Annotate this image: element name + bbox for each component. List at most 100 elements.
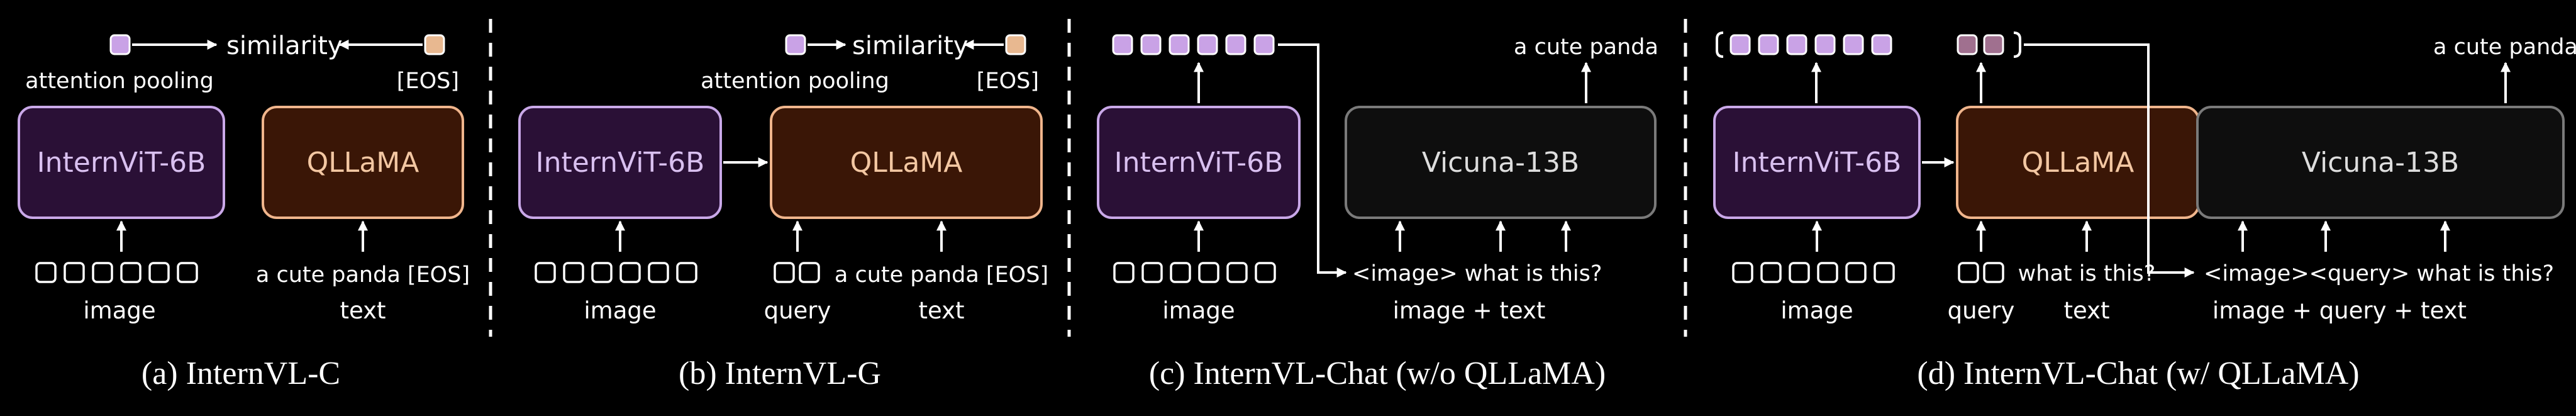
image-token: [1874, 262, 1895, 283]
image-token: [1198, 262, 1219, 283]
bracket-right: [2013, 31, 2021, 58]
query-token: [1983, 262, 2004, 283]
panel-internvl-g: similarity attention pooling [EOS] Inter…: [518, 31, 1048, 391]
purple-feature-token: [1253, 34, 1275, 55]
image-token: [563, 262, 584, 283]
purple-feature-token: [1112, 34, 1133, 55]
image-token: [120, 262, 142, 283]
image-tokens: [1113, 262, 1276, 283]
query-tokens: [1958, 262, 2004, 283]
combo-label: image + query + text: [2212, 297, 2467, 324]
similarity-label: similarity: [852, 31, 969, 60]
text-input: a cute panda [EOS]: [835, 262, 1048, 288]
attention-pooling-label: attention pooling: [701, 69, 889, 94]
vicuna-box: [1345, 106, 1657, 219]
image-token: [1113, 262, 1135, 283]
purple-feature-token: [1169, 34, 1190, 55]
purple-feature-token: [1225, 34, 1246, 55]
query-label: query: [764, 297, 831, 324]
purple-feature-token: [1140, 34, 1162, 55]
internvit-box: [18, 106, 225, 219]
image-label: image: [1780, 297, 1853, 324]
combo-label: image + text: [1393, 297, 1546, 324]
image-token: [1760, 262, 1782, 283]
image-token: [591, 262, 613, 283]
qllama-label: QLLaMA: [307, 147, 419, 179]
mixed-feature-token: [1983, 34, 2004, 55]
vicuna-box: [2196, 106, 2565, 219]
image-label: image: [83, 297, 155, 324]
prompt-text: <image><query> what is this?: [2204, 261, 2554, 286]
purple-feature-token: [1197, 34, 1218, 55]
query-token: [799, 262, 820, 283]
qllama-box: [262, 106, 464, 219]
internvit-box: [1713, 106, 1921, 219]
panel-caption: (d) InternVL-Chat (w/ QLLaMA): [1917, 356, 2359, 391]
eos-label: [EOS]: [977, 69, 1039, 94]
panel-caption: (c) InternVL-Chat (w/o QLLaMA): [1149, 356, 1606, 391]
internvit-label: InternViT-6B: [1114, 147, 1284, 179]
purple-feature-token: [1786, 34, 1807, 55]
internvit-label: InternViT-6B: [536, 147, 705, 179]
image-label: image: [1162, 297, 1235, 324]
feature-routing-line: [2024, 43, 2195, 278]
text-label: text: [340, 297, 386, 324]
text-label: text: [2063, 297, 2109, 324]
internvit-label: InternViT-6B: [1733, 147, 1902, 179]
internvit-box: [1097, 106, 1301, 219]
internvit-box: [518, 106, 722, 219]
vicuna-label: Vicuna-13B: [2302, 147, 2459, 179]
image-token: [35, 262, 57, 283]
visual-output-tokens: [1729, 34, 1892, 55]
image-tokens: [535, 262, 697, 283]
panel-caption: (a) InternVL-C: [142, 356, 340, 391]
query-tokens: [774, 262, 820, 283]
image-token: [148, 262, 170, 283]
panel-caption: (b) InternVL-G: [679, 356, 881, 391]
purple-feature-token: [1729, 34, 1751, 55]
visual-output-tokens: [1112, 34, 1275, 55]
purple-feature-token: [109, 34, 131, 55]
image-token: [1255, 262, 1276, 283]
internvit-label: InternViT-6B: [37, 147, 206, 179]
feature-routing-line: [1278, 43, 1347, 278]
output-text: a cute panda: [2433, 35, 2576, 60]
image-token: [1226, 262, 1248, 283]
image-token: [64, 262, 85, 283]
orange-feature-token: [1005, 34, 1026, 55]
attention-pooling-label: attention pooling: [25, 69, 214, 94]
query-token: [1958, 262, 1979, 283]
query-token: [774, 262, 795, 283]
prompt-text: <image> what is this?: [1352, 261, 1602, 286]
text-input: a cute panda [EOS]: [256, 262, 470, 288]
qllama-label: QLLaMA: [850, 147, 963, 179]
image-tokens: [1732, 262, 1895, 283]
eos-label: [EOS]: [397, 69, 459, 94]
panel-internvl-chat-w-qllama: InternViT-6B QLLaMA a cute panda Vicuna-…: [1713, 31, 2576, 391]
image-token: [1817, 262, 1838, 283]
image-token: [648, 262, 669, 283]
image-token: [1789, 262, 1810, 283]
purple-feature-token: [785, 34, 806, 55]
purple-feature-token: [1758, 34, 1779, 55]
image-tokens: [35, 262, 198, 283]
similarity-label: similarity: [226, 31, 343, 60]
vicuna-label: Vicuna-13B: [1422, 147, 1579, 179]
purple-feature-token: [1814, 34, 1836, 55]
orange-feature-token: [424, 34, 445, 55]
query-label: query: [1948, 297, 2015, 324]
qllama-box: [770, 106, 1043, 219]
bracket-left: [1716, 31, 1724, 58]
image-token: [1732, 262, 1753, 283]
qllama-label: QLLaMA: [2022, 147, 2135, 179]
output-text: a cute panda: [1514, 35, 1658, 60]
image-token: [177, 262, 198, 283]
image-token: [92, 262, 113, 283]
query-output-tokens: [1957, 34, 2004, 55]
image-token: [535, 262, 556, 283]
mixed-feature-token: [1957, 34, 1978, 55]
purple-feature-token: [1871, 34, 1892, 55]
image-label: image: [584, 297, 656, 324]
